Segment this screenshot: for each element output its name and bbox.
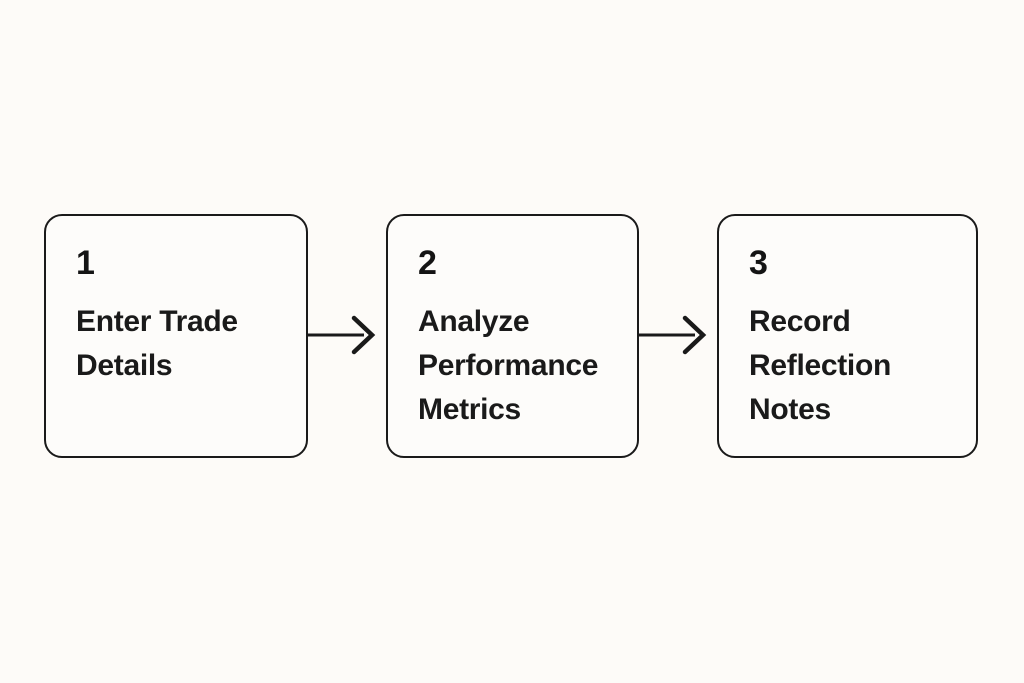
- step-3-label: Record Reflection Notes: [749, 305, 892, 426]
- step-1-number: 1: [76, 244, 95, 282]
- process-step-3[interactable]: 3 Record Reflection Notes: [717, 214, 978, 458]
- arrow-right-icon: [639, 315, 707, 355]
- step-2-label: Analyze Performance Metrics: [418, 305, 599, 426]
- step-1-label: Enter Trade Details: [76, 305, 238, 382]
- process-step-2[interactable]: 2 Analyze Performance Metrics: [386, 214, 639, 458]
- arrow-right-icon: [308, 315, 376, 355]
- process-step-1[interactable]: 1 Enter Trade Details: [44, 214, 308, 458]
- step-2-number: 2: [418, 244, 437, 282]
- connector-step1-to-step2: [308, 214, 386, 458]
- connector-step2-to-step3: [639, 214, 717, 458]
- step-3-number: 3: [749, 244, 768, 282]
- process-flow-row: 1 Enter Trade Details 2 Analyze Performa…: [0, 214, 1024, 458]
